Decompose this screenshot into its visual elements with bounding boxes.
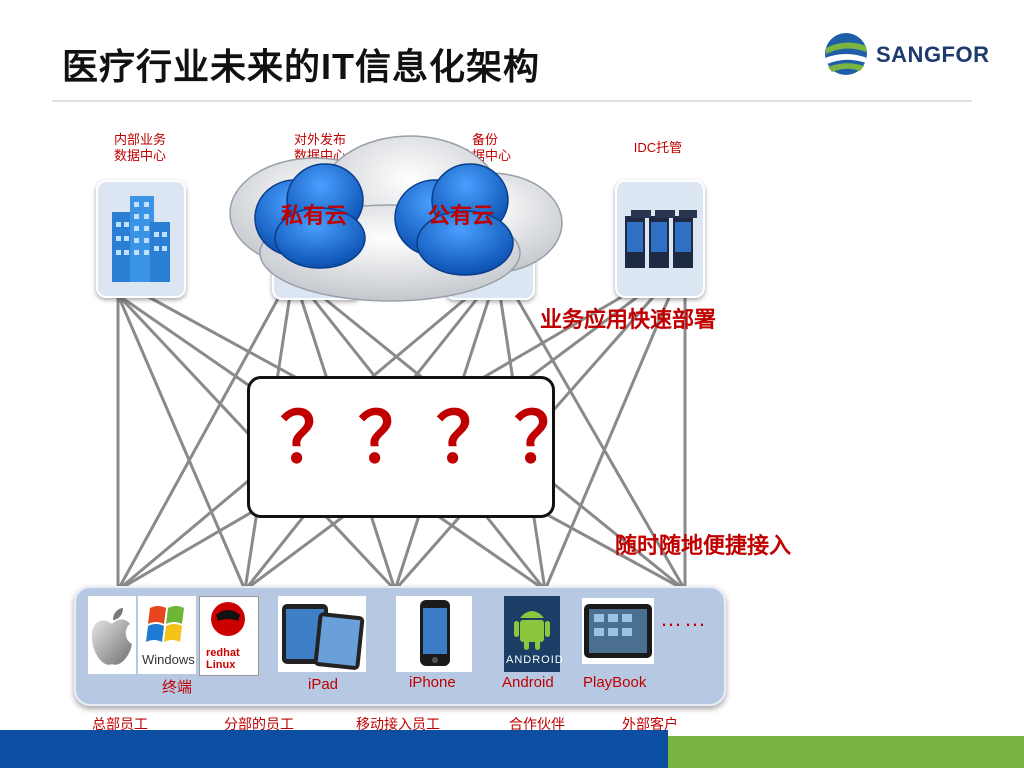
server-label-internal: 内部业务 数据中心 [113,132,166,163]
playbook-tile [582,598,654,664]
android-logo-text: ANDROID [506,654,564,666]
private-cloud-label: 私有云 [281,203,348,228]
sangfor-globe-icon [825,33,867,75]
android-icon [514,611,550,650]
apple-icon [91,608,132,665]
access-callout: 随时随地便捷接入 [615,533,792,558]
iphone-tile [396,596,472,672]
footer-bar-green [668,736,1024,768]
question-mark-1: ？ [280,399,350,477]
more-devices-ellipsis: …… [660,606,708,631]
windows-logo-tile: Windows [138,596,196,674]
iphone-label: iPhone [409,674,456,691]
ipad-icon [282,604,365,670]
apple-logo-tile [88,596,136,674]
deploy-callout: 业务应用快速部署 [540,307,717,332]
unknown-solution-box [247,376,555,518]
windows-logo-text: Windows [142,652,195,667]
footer-bar-blue [0,730,668,768]
server-rack-tile [615,180,705,298]
windows-icon [146,606,184,642]
building-tile [96,180,186,298]
title-divider [52,100,972,102]
server-label-idc: IDC托管 [633,140,683,155]
terminal-label: 终端 [162,679,193,696]
question-mark-2: ？ [358,399,428,477]
android-label: Android [502,674,554,691]
group-label-hq: 总部员工 [92,716,148,732]
cloud-icon [229,135,563,302]
group-label-partner: 合作伙伴 [509,716,565,732]
playbook-label: PlayBook [583,674,647,691]
logo-text: SANGFOR [876,42,990,67]
iphone-icon [420,600,450,666]
ipad-tile [278,596,366,672]
question-mark-3: ？ [436,399,506,477]
public-cloud-label: 公有云 [428,203,495,228]
sangfor-logo: SANGFOR [822,30,989,80]
group-label-customer: 外部客户 [622,716,678,732]
redhat-logo-text: redhat Linux [206,647,240,671]
page-title: 医疗行业未来的IT信息化架构 [62,46,540,87]
question-mark-4: ？ [514,399,584,477]
playbook-icon [584,604,652,658]
group-label-mobile: 移动接入员工 [356,716,440,732]
building-icon [112,196,170,282]
android-tile: ANDROID [504,596,564,672]
redhat-logo-tile: redhat Linux [199,596,259,676]
redhat-icon [211,602,245,636]
group-label-branch: 分部的员工 [224,716,294,732]
ipad-label: iPad [308,676,339,693]
server-rack-icon [625,210,697,268]
